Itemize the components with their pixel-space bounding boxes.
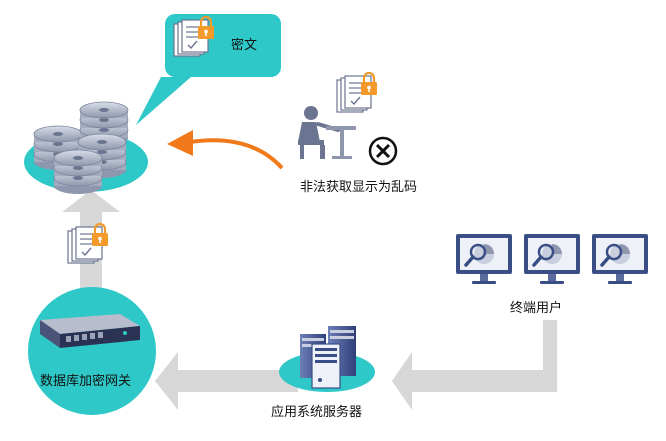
attacker-node	[298, 71, 398, 166]
server-tower-icon	[300, 326, 356, 389]
flow-arrow-server-to-gateway	[155, 352, 298, 410]
monitor-chart-icon	[522, 232, 582, 286]
db-gateway-label: 数据库加密网关	[40, 374, 132, 389]
illegal-access-label: 非法获取显示为乱码	[300, 180, 418, 195]
encrypted-document-icon	[173, 15, 216, 57]
flow-arrow-users-to-server	[392, 320, 557, 410]
attack-arrow	[167, 130, 284, 170]
end-users-label: 终端用户	[510, 301, 563, 316]
ciphertext-bubble	[136, 14, 281, 125]
db-gateway-node	[28, 287, 156, 415]
monitor-chart-icon	[590, 232, 650, 286]
person-at-desk-icon	[298, 106, 356, 159]
rack-gateway-icon	[40, 314, 140, 348]
encrypted-document-icon	[67, 222, 110, 264]
forbidden-x-icon	[368, 136, 398, 166]
ciphertext-label: 密文	[231, 38, 258, 53]
app-server-node	[279, 326, 375, 392]
app-server-label: 应用系统服务器	[271, 405, 363, 420]
monitor-chart-icon	[454, 232, 514, 286]
end-users-node	[454, 232, 650, 286]
database-node	[24, 101, 148, 195]
encrypted-document-icon	[336, 71, 379, 113]
